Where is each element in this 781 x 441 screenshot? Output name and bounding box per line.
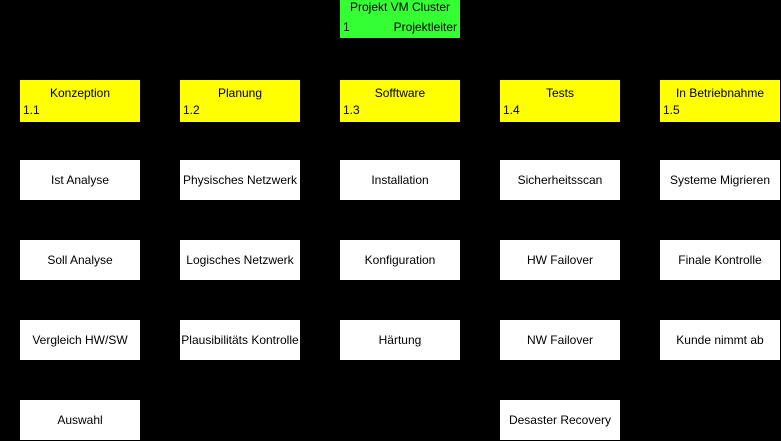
task-node[interactable]: Auswahl (20, 400, 140, 440)
phase-node-software[interactable]: Sofftware 1.3 (340, 80, 460, 122)
task-label: Soll Analyse (47, 253, 113, 267)
phase-title: Sofftware (374, 86, 426, 100)
phase-title: Konzeption (49, 86, 111, 100)
task-label: Auswahl (57, 413, 103, 427)
phase-id: 1.2 (183, 103, 200, 117)
task-node[interactable]: Desaster Recovery (500, 400, 620, 440)
phase-node-konzeption[interactable]: Konzeption 1.1 (20, 80, 140, 122)
project-role: Projektleiter (393, 20, 457, 34)
phase-id: 1.3 (343, 103, 360, 117)
phase-title: Planung (217, 86, 263, 100)
phase-id: 1.5 (663, 103, 680, 117)
task-label: HW Failover (526, 253, 593, 267)
task-label: Plausibilitäts Kontrolle (181, 333, 299, 347)
task-label: Härtung (378, 333, 422, 347)
phase-title: Tests (545, 86, 574, 100)
project-root-node[interactable]: Projekt VM Cluster 1 Projektleiter (340, 0, 460, 38)
task-label: NW Failover (526, 333, 593, 347)
task-node[interactable]: Ist Analyse (20, 160, 140, 200)
task-label: Systeme Migrieren (669, 173, 771, 187)
task-label: Finale Kontrolle (678, 253, 762, 267)
phase-node-inbetriebnahme[interactable]: In Betriebnahme 1.5 (660, 80, 780, 122)
task-label: Sicherheitsscan (517, 173, 603, 187)
task-node[interactable]: Konfiguration (340, 240, 460, 280)
project-id: 1 (343, 20, 350, 34)
task-node[interactable]: Logisches Netzwerk (180, 240, 300, 280)
task-node[interactable]: Soll Analyse (20, 240, 140, 280)
phase-node-planung[interactable]: Planung 1.2 (180, 80, 300, 122)
task-node[interactable]: Systeme Migrieren (660, 160, 780, 200)
task-node[interactable]: Kunde nimmt ab (660, 320, 780, 360)
task-label: Konfiguration (364, 253, 436, 267)
task-label: Logisches Netzwerk (186, 253, 294, 267)
task-node[interactable]: Vergleich HW/SW (20, 320, 140, 360)
task-node[interactable]: Finale Kontrolle (660, 240, 780, 280)
task-node[interactable]: HW Failover (500, 240, 620, 280)
task-label: Installation (371, 173, 429, 187)
task-node[interactable]: NW Failover (500, 320, 620, 360)
task-label: Vergleich HW/SW (32, 333, 128, 347)
phase-id: 1.1 (23, 103, 40, 117)
task-label: Kunde nimmt ab (676, 333, 764, 347)
phase-title: In Betriebnahme (675, 86, 765, 100)
task-label: Ist Analyse (50, 173, 110, 187)
task-node[interactable]: Plausibilitäts Kontrolle (180, 320, 300, 360)
phase-node-tests[interactable]: Tests 1.4 (500, 80, 620, 122)
project-title: Projekt VM Cluster (349, 0, 451, 14)
task-node[interactable]: Physisches Netzwerk (180, 160, 300, 200)
task-node[interactable]: Installation (340, 160, 460, 200)
task-node[interactable]: Sicherheitsscan (500, 160, 620, 200)
phase-id: 1.4 (503, 103, 520, 117)
task-label: Physisches Netzwerk (182, 173, 298, 187)
task-node[interactable]: Härtung (340, 320, 460, 360)
task-label: Desaster Recovery (508, 413, 612, 427)
